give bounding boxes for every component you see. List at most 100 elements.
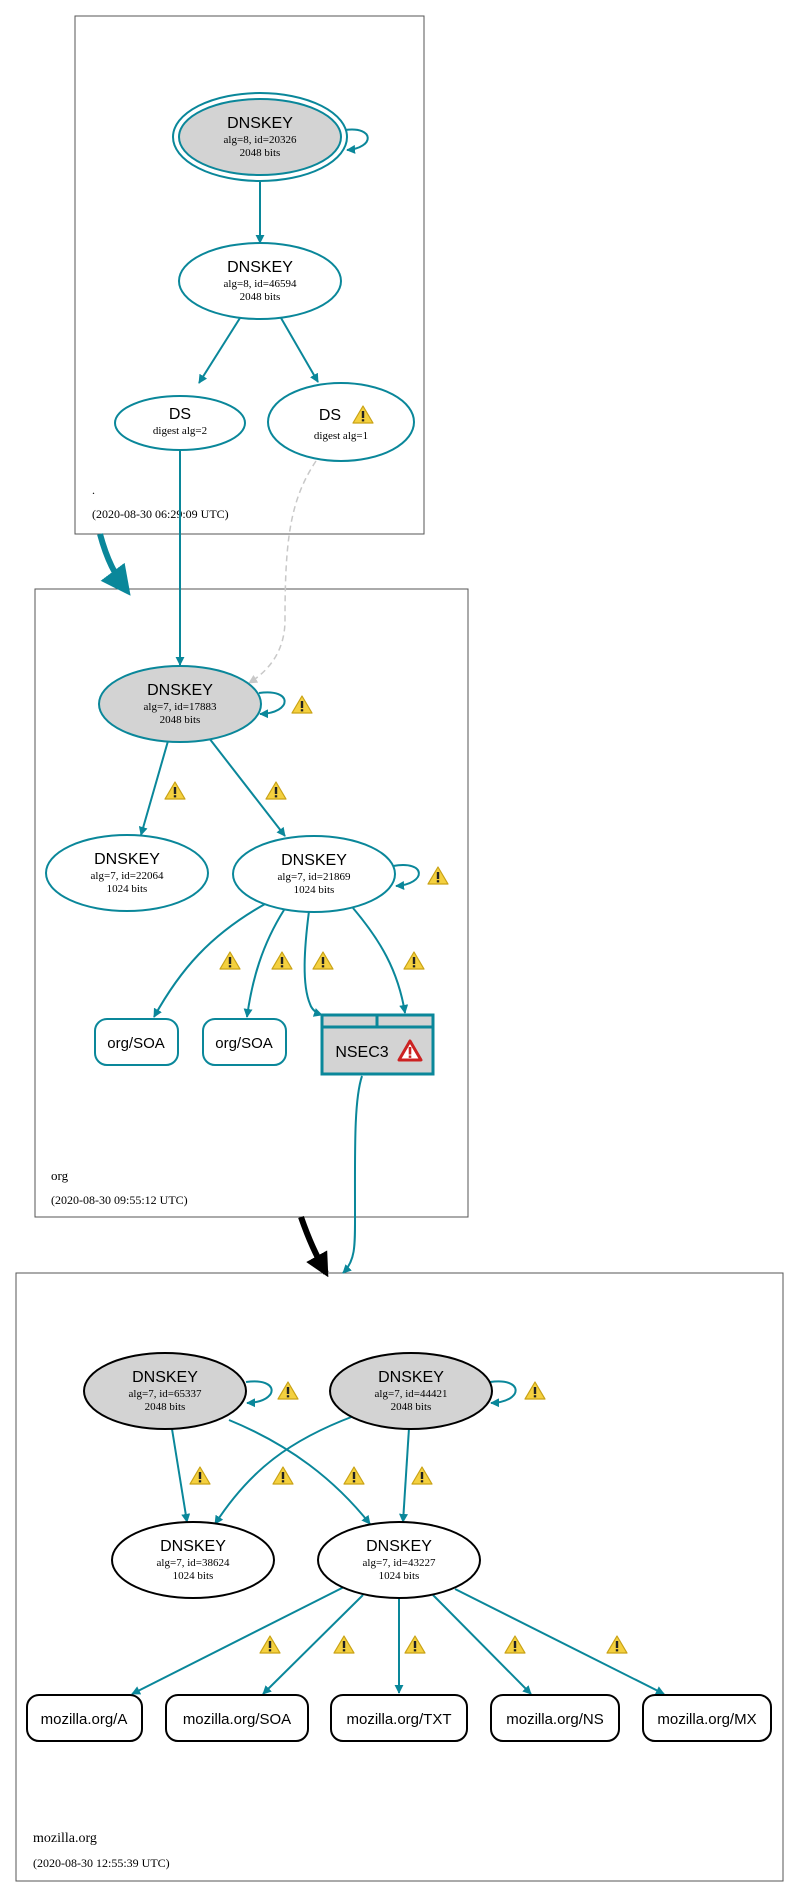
edge-moz-43227-to-ns — [432, 1594, 532, 1695]
zone-mozilla-label: mozilla.org — [33, 1831, 97, 1846]
node-moz-k65337-title: DNSKEY — [132, 1369, 198, 1386]
node-moz-soa[interactable]: mozilla.org/SOA — [165, 1694, 309, 1742]
zone-mozilla-box — [15, 1272, 784, 1882]
edge-moz-65337-to-38624 — [171, 1428, 191, 1523]
node-org-k21869[interactable]: DNSKEY alg=7, id=21869 1024 bits — [232, 835, 396, 913]
node-moz-k38624[interactable]: DNSKEY alg=7, id=38624 1024 bits — [111, 1521, 275, 1599]
edge-delegation-org-mozilla — [298, 1216, 329, 1278]
node-root-zsk-title: DNSKEY — [227, 259, 293, 276]
node-org-k22064[interactable]: DNSKEY alg=7, id=22064 1024 bits — [45, 834, 209, 912]
node-org-soa2[interactable]: org/SOA — [202, 1018, 287, 1066]
node-moz-k44421-line2: 2048 bits — [391, 1401, 432, 1413]
node-moz-mx[interactable]: mozilla.org/MX — [642, 1694, 772, 1742]
warning-icon — [343, 1466, 365, 1485]
warning-icon — [312, 951, 334, 970]
edge-org-ksk-self — [258, 691, 286, 719]
edge-nsec3-to-mozilla — [342, 1075, 363, 1274]
node-moz-k44421-title: DNSKEY — [378, 1369, 444, 1386]
zone-org-box — [34, 588, 469, 1218]
edge-org-21869-to-nsec3-a — [303, 910, 323, 1017]
warning-icon — [164, 781, 186, 800]
warning-icon — [189, 1466, 211, 1485]
node-root-ds2-line1: digest alg=2 — [153, 425, 207, 437]
node-moz-k43227[interactable]: DNSKEY alg=7, id=43227 1024 bits — [317, 1521, 481, 1599]
edge-org-ksk-to-22064 — [138, 740, 169, 836]
zone-root-timestamp: (2020-08-30 06:29:09 UTC) — [92, 507, 229, 521]
edges — [97, 128, 665, 1695]
edge-moz-44421-to-43227 — [399, 1427, 410, 1523]
node-org-soa1-label: org/SOA — [107, 1035, 165, 1052]
edge-ds1-to-org-ksk-insecure — [248, 460, 317, 684]
edge-moz-44421-to-38624 — [214, 1415, 355, 1525]
zone-root: . (2020-08-30 06:29:09 UTC) — [74, 15, 425, 535]
warning-icon — [404, 1635, 426, 1654]
warning-icon — [504, 1635, 526, 1654]
edge-root-zsk-to-ds2 — [198, 317, 241, 384]
node-moz-k65337-line1: alg=7, id=65337 — [129, 1388, 202, 1400]
node-root-ksk-title: DNSKEY — [227, 115, 293, 132]
edge-org-ksk-to-21869 — [208, 737, 286, 837]
node-moz-k65337-line2: 2048 bits — [145, 1401, 186, 1413]
node-org-ksk[interactable]: DNSKEY alg=7, id=17883 2048 bits — [98, 665, 262, 743]
edge-moz-43227-to-soa — [262, 1594, 364, 1695]
node-moz-txt[interactable]: mozilla.org/TXT — [330, 1694, 468, 1742]
zone-org: org (2020-08-30 09:55:12 UTC) — [34, 588, 469, 1218]
zone-mozilla: mozilla.org (2020-08-30 12:55:39 UTC) — [15, 1272, 784, 1882]
warning-icon — [333, 1635, 355, 1654]
node-moz-k43227-line1: alg=7, id=43227 — [363, 1557, 436, 1569]
node-root-zsk-line1: alg=8, id=46594 — [224, 278, 297, 290]
edge-org-21869-to-nsec3-b — [352, 907, 409, 1014]
edge-delegation-root-org — [97, 533, 131, 596]
node-org-nsec3-label: NSEC3 — [335, 1044, 388, 1061]
node-moz-k43227-line2: 1024 bits — [379, 1570, 420, 1582]
node-root-zsk-line2: 2048 bits — [240, 291, 281, 303]
edge-moz-43227-to-mx — [454, 1588, 665, 1695]
edge-root-ksk-self — [344, 128, 369, 154]
node-moz-k38624-line1: alg=7, id=38624 — [157, 1557, 230, 1569]
node-org-soa1[interactable]: org/SOA — [94, 1018, 179, 1066]
edge-warnings — [164, 695, 628, 1654]
node-root-ds1-title: DS — [319, 407, 341, 424]
node-org-k22064-title: DNSKEY — [94, 851, 160, 868]
node-moz-k43227-title: DNSKEY — [366, 1538, 432, 1555]
node-root-ds1[interactable]: DS digest alg=1 — [267, 382, 415, 462]
edge-moz-65337-to-43227 — [228, 1419, 371, 1525]
zone-org-timestamp: (2020-08-30 09:55:12 UTC) — [51, 1193, 188, 1207]
zone-root-box — [74, 15, 425, 535]
node-moz-k38624-line2: 1024 bits — [173, 1570, 214, 1582]
node-org-ksk-line2: 2048 bits — [160, 714, 201, 726]
node-moz-k44421-line1: alg=7, id=44421 — [375, 1388, 448, 1400]
node-root-zsk[interactable]: DNSKEY alg=8, id=46594 2048 bits — [178, 242, 342, 320]
zone-root-label: . — [92, 483, 95, 497]
node-org-ksk-line1: alg=7, id=17883 — [144, 701, 217, 713]
node-root-ds1-line1: digest alg=1 — [314, 430, 368, 442]
warning-icon — [219, 951, 241, 970]
node-root-ds2[interactable]: DS digest alg=2 — [114, 395, 246, 451]
warning-icon — [277, 1381, 299, 1400]
node-moz-a[interactable]: mozilla.org/A — [26, 1694, 143, 1742]
warning-icon — [265, 781, 287, 800]
zone-org-label: org — [51, 1168, 69, 1183]
warning-icon — [271, 951, 293, 970]
node-moz-mx-label: mozilla.org/MX — [657, 1711, 756, 1728]
node-root-ksk-line1: alg=8, id=20326 — [224, 134, 297, 146]
node-org-k21869-title: DNSKEY — [281, 852, 347, 869]
node-moz-a-label: mozilla.org/A — [41, 1711, 128, 1728]
node-org-k22064-line2: 1024 bits — [107, 883, 148, 895]
edge-moz-44421-self — [489, 1380, 517, 1408]
warning-icon — [427, 866, 449, 885]
node-root-ksk[interactable]: DNSKEY alg=8, id=20326 2048 bits — [172, 92, 348, 182]
node-root-ksk-line2: 2048 bits — [240, 147, 281, 159]
edge-moz-43227-to-a — [131, 1586, 345, 1695]
warning-icon — [411, 1466, 433, 1485]
node-org-nsec3[interactable]: NSEC3 — [320, 1013, 435, 1076]
node-org-ksk-title: DNSKEY — [147, 682, 213, 699]
node-moz-ns[interactable]: mozilla.org/NS — [490, 1694, 620, 1742]
zone-mozilla-timestamp: (2020-08-30 12:55:39 UTC) — [33, 1856, 170, 1870]
warning-icon — [272, 1466, 294, 1485]
edge-org-21869-to-soa1 — [153, 903, 266, 1018]
node-moz-k65337[interactable]: DNSKEY alg=7, id=65337 2048 bits — [83, 1352, 247, 1430]
warning-icon — [403, 951, 425, 970]
node-moz-k44421[interactable]: DNSKEY alg=7, id=44421 2048 bits — [329, 1352, 493, 1430]
